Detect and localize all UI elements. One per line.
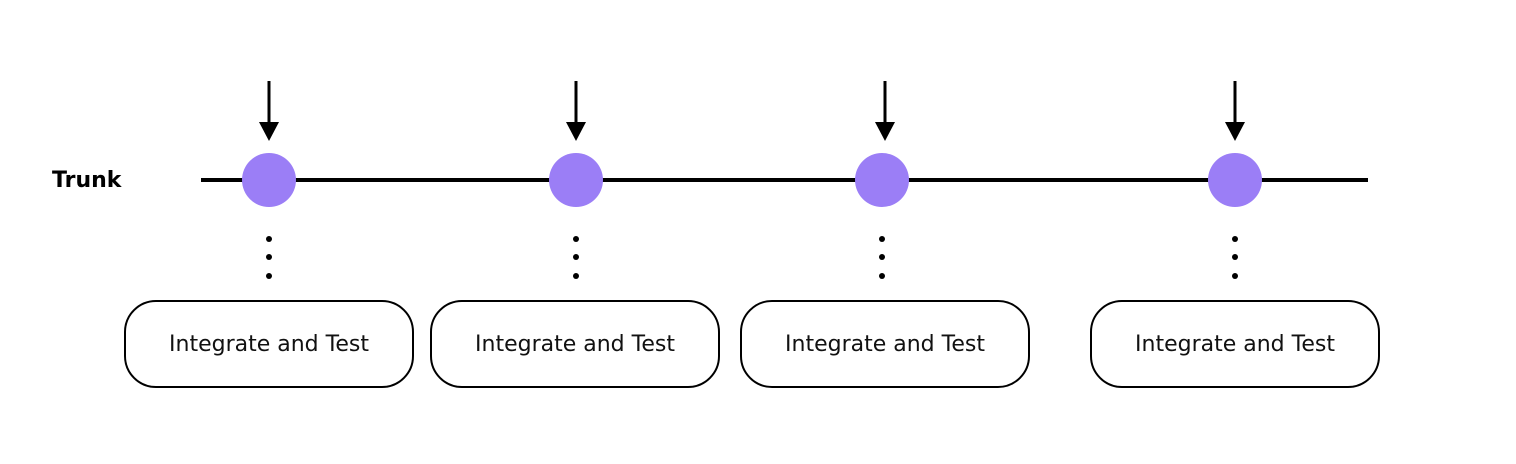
integrate-and-test-box: Integrate and Test bbox=[430, 300, 720, 388]
commit-node bbox=[1208, 153, 1262, 207]
trunk-label: Trunk bbox=[52, 168, 122, 193]
integrate-and-test-box: Integrate and Test bbox=[124, 300, 414, 388]
down-arrow-icon bbox=[875, 81, 895, 141]
commit-node bbox=[855, 153, 909, 207]
integrate-and-test-box: Integrate and Test bbox=[1090, 300, 1380, 388]
dotted-connector bbox=[266, 236, 272, 279]
down-arrow-icon bbox=[1225, 81, 1245, 141]
down-arrow-icon bbox=[566, 81, 586, 141]
integrate-and-test-box: Integrate and Test bbox=[740, 300, 1030, 388]
dotted-connector bbox=[879, 236, 885, 279]
commit-node bbox=[242, 153, 296, 207]
down-arrow-icon bbox=[259, 81, 279, 141]
commit-node bbox=[549, 153, 603, 207]
dotted-connector bbox=[573, 236, 579, 279]
dotted-connector bbox=[1232, 236, 1238, 279]
